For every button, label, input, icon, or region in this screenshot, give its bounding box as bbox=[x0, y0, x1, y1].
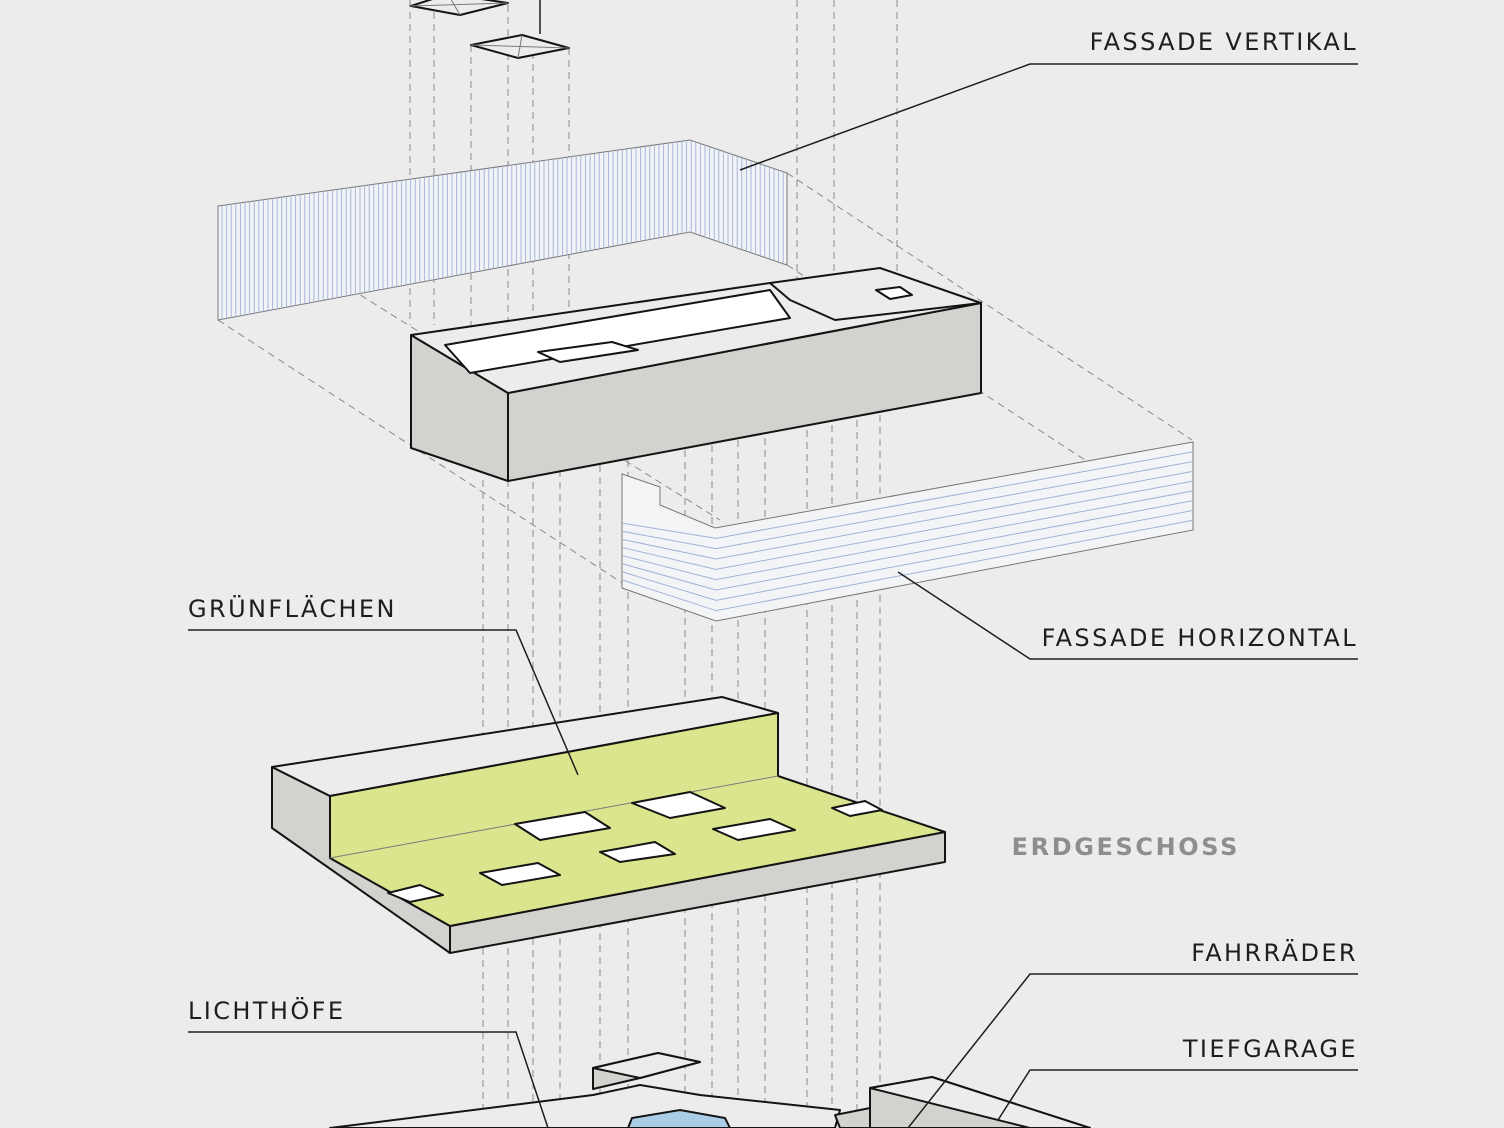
ground-floor-slab bbox=[271, 696, 946, 954]
vertical-facade bbox=[217, 139, 788, 321]
label-fahrraeder: FAHRRÄDER bbox=[1191, 938, 1358, 967]
label-fassade-vertikal: FASSADE VERTIKAL bbox=[1090, 28, 1358, 56]
labels: FASSADE VERTIKAL GRÜNFLÄCHEN FASSADE HOR… bbox=[188, 28, 1358, 1063]
roof-elements bbox=[410, 0, 570, 59]
upper-building-block bbox=[410, 267, 982, 482]
label-fassade-horizontal: FASSADE HORIZONTAL bbox=[1042, 624, 1358, 652]
label-erdgeschoss: ERDGESCHOSS bbox=[1012, 833, 1240, 861]
horizontal-facade bbox=[621, 441, 1194, 622]
leader-lines bbox=[188, 63, 1358, 1128]
underground-garage bbox=[329, 1052, 1091, 1128]
label-lichthoefe: LICHTHÖFE bbox=[188, 996, 345, 1025]
label-tiefgarage: TIEFGARAGE bbox=[1182, 1035, 1358, 1063]
label-gruenflaechen: GRÜNFLÄCHEN bbox=[188, 594, 397, 623]
